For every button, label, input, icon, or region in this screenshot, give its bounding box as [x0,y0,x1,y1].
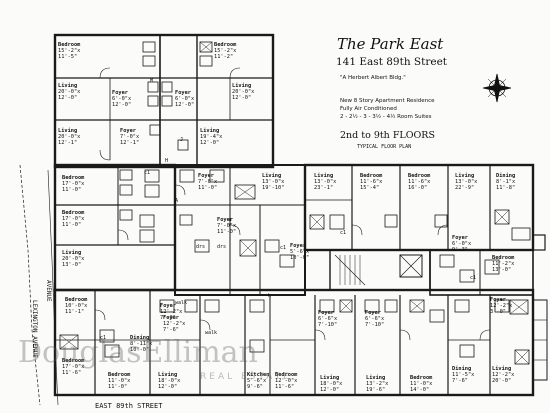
brand-watermark: DouglasElliman [18,335,258,370]
description-line-1: New 8 Story Apartment Residence [340,98,435,104]
building-address: 141 East 89th Street [336,56,448,68]
closet-label: c1 [144,170,151,176]
description-line-3: 2 - 2½ - 3 - 3½ - 4½ Room Suites [340,114,432,120]
dressing-label: drs [217,244,227,250]
floors-label: 2nd to 9th FLOORS [340,130,435,141]
kitchen-tag: k [268,293,272,299]
east-lower-outline [429,249,534,296]
floors-sublabel: TYPICAL FLOOR PLAN [357,144,412,150]
closet-label: c1 [340,230,347,236]
closet-label: c1 [470,275,477,281]
wing-tag-j: J [180,137,184,143]
closet-label: c1 [280,245,287,251]
west-lot-line-2 [47,169,59,406]
walk-in-label: walk [175,300,188,306]
walk-in-label: walk [205,330,218,336]
wing-tag-a: A [175,198,179,204]
building-title: The Park East [337,35,444,53]
west-lot-line [19,164,41,406]
dressing-label: drs [196,244,206,250]
brand-watermark-sub: REAL ESTATE [200,372,292,382]
south-street-label: EAST 89th STREET [95,402,163,410]
compass-rose-icon [482,73,512,103]
wing-tag-h: H [165,158,169,164]
description-line-2: Fully Air Conditioned [340,106,397,112]
west-street-label-1: AVENUE [45,280,52,302]
wing-tag-m: M [150,78,154,84]
north-wing-outline [53,33,275,169]
closet-label: c1 [100,335,107,341]
core-outline [174,164,306,296]
architect-note: "A Herbert Albert Bldg." [340,75,406,81]
